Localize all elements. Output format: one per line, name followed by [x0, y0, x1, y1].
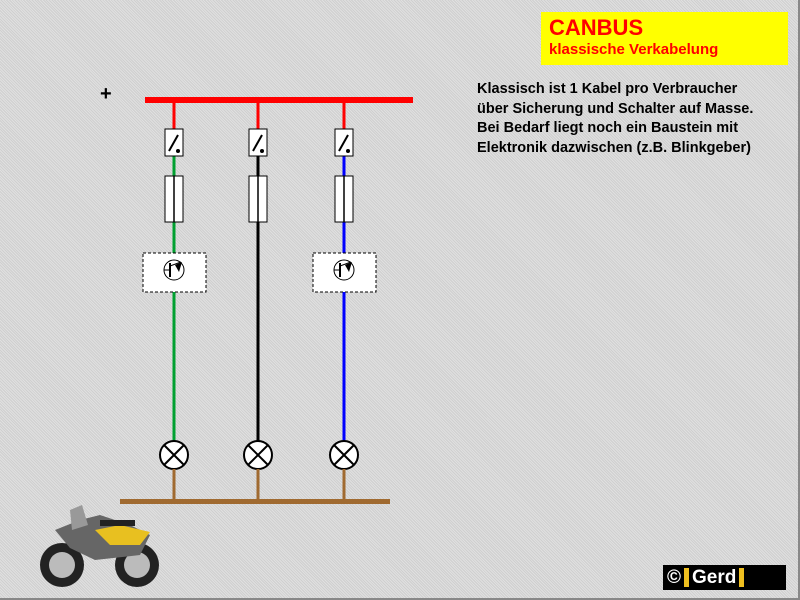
circuit-branch — [243, 100, 273, 500]
logo-name: Gerd — [692, 567, 737, 588]
fuse-icon — [164, 175, 184, 223]
copyright-symbol: © — [667, 567, 681, 588]
description-line: Klassisch ist 1 Kabel pro Verbraucher — [477, 81, 738, 97]
lamp-icon — [243, 440, 273, 470]
copyright-logo: © Gerd — [663, 565, 786, 590]
description-line: Elektronik dazwischen (z.B. Blinkgeber) — [477, 139, 751, 156]
lamp-icon — [159, 440, 189, 470]
title-subheading: klassische Verkabelung — [549, 41, 719, 58]
switch-icon — [334, 128, 354, 157]
description-line: über Sicherung und Schalter auf Masse. — [477, 100, 754, 117]
switch-icon — [248, 128, 268, 157]
circuit-branch — [312, 100, 377, 500]
motorcycle-image — [40, 505, 159, 587]
electronics-module — [142, 252, 207, 293]
positive-bus — [145, 97, 413, 103]
electronics-module — [312, 252, 377, 293]
lamp-icon — [329, 440, 359, 470]
title-box: CANBUS klassische Verkabelung — [541, 12, 788, 65]
title-heading: CANBUS — [549, 15, 644, 40]
description-line: Bei Bedarf liegt noch ein Baustein mit — [477, 120, 739, 136]
fuse-icon — [248, 175, 268, 223]
fuse-icon — [334, 175, 354, 223]
description: Klassisch ist 1 Kabel pro Verbraucher üb… — [477, 80, 753, 158]
circuit-branch — [142, 100, 207, 500]
switch-icon — [164, 128, 184, 157]
ground-bus — [120, 499, 390, 504]
plus-label: + — [100, 83, 112, 105]
